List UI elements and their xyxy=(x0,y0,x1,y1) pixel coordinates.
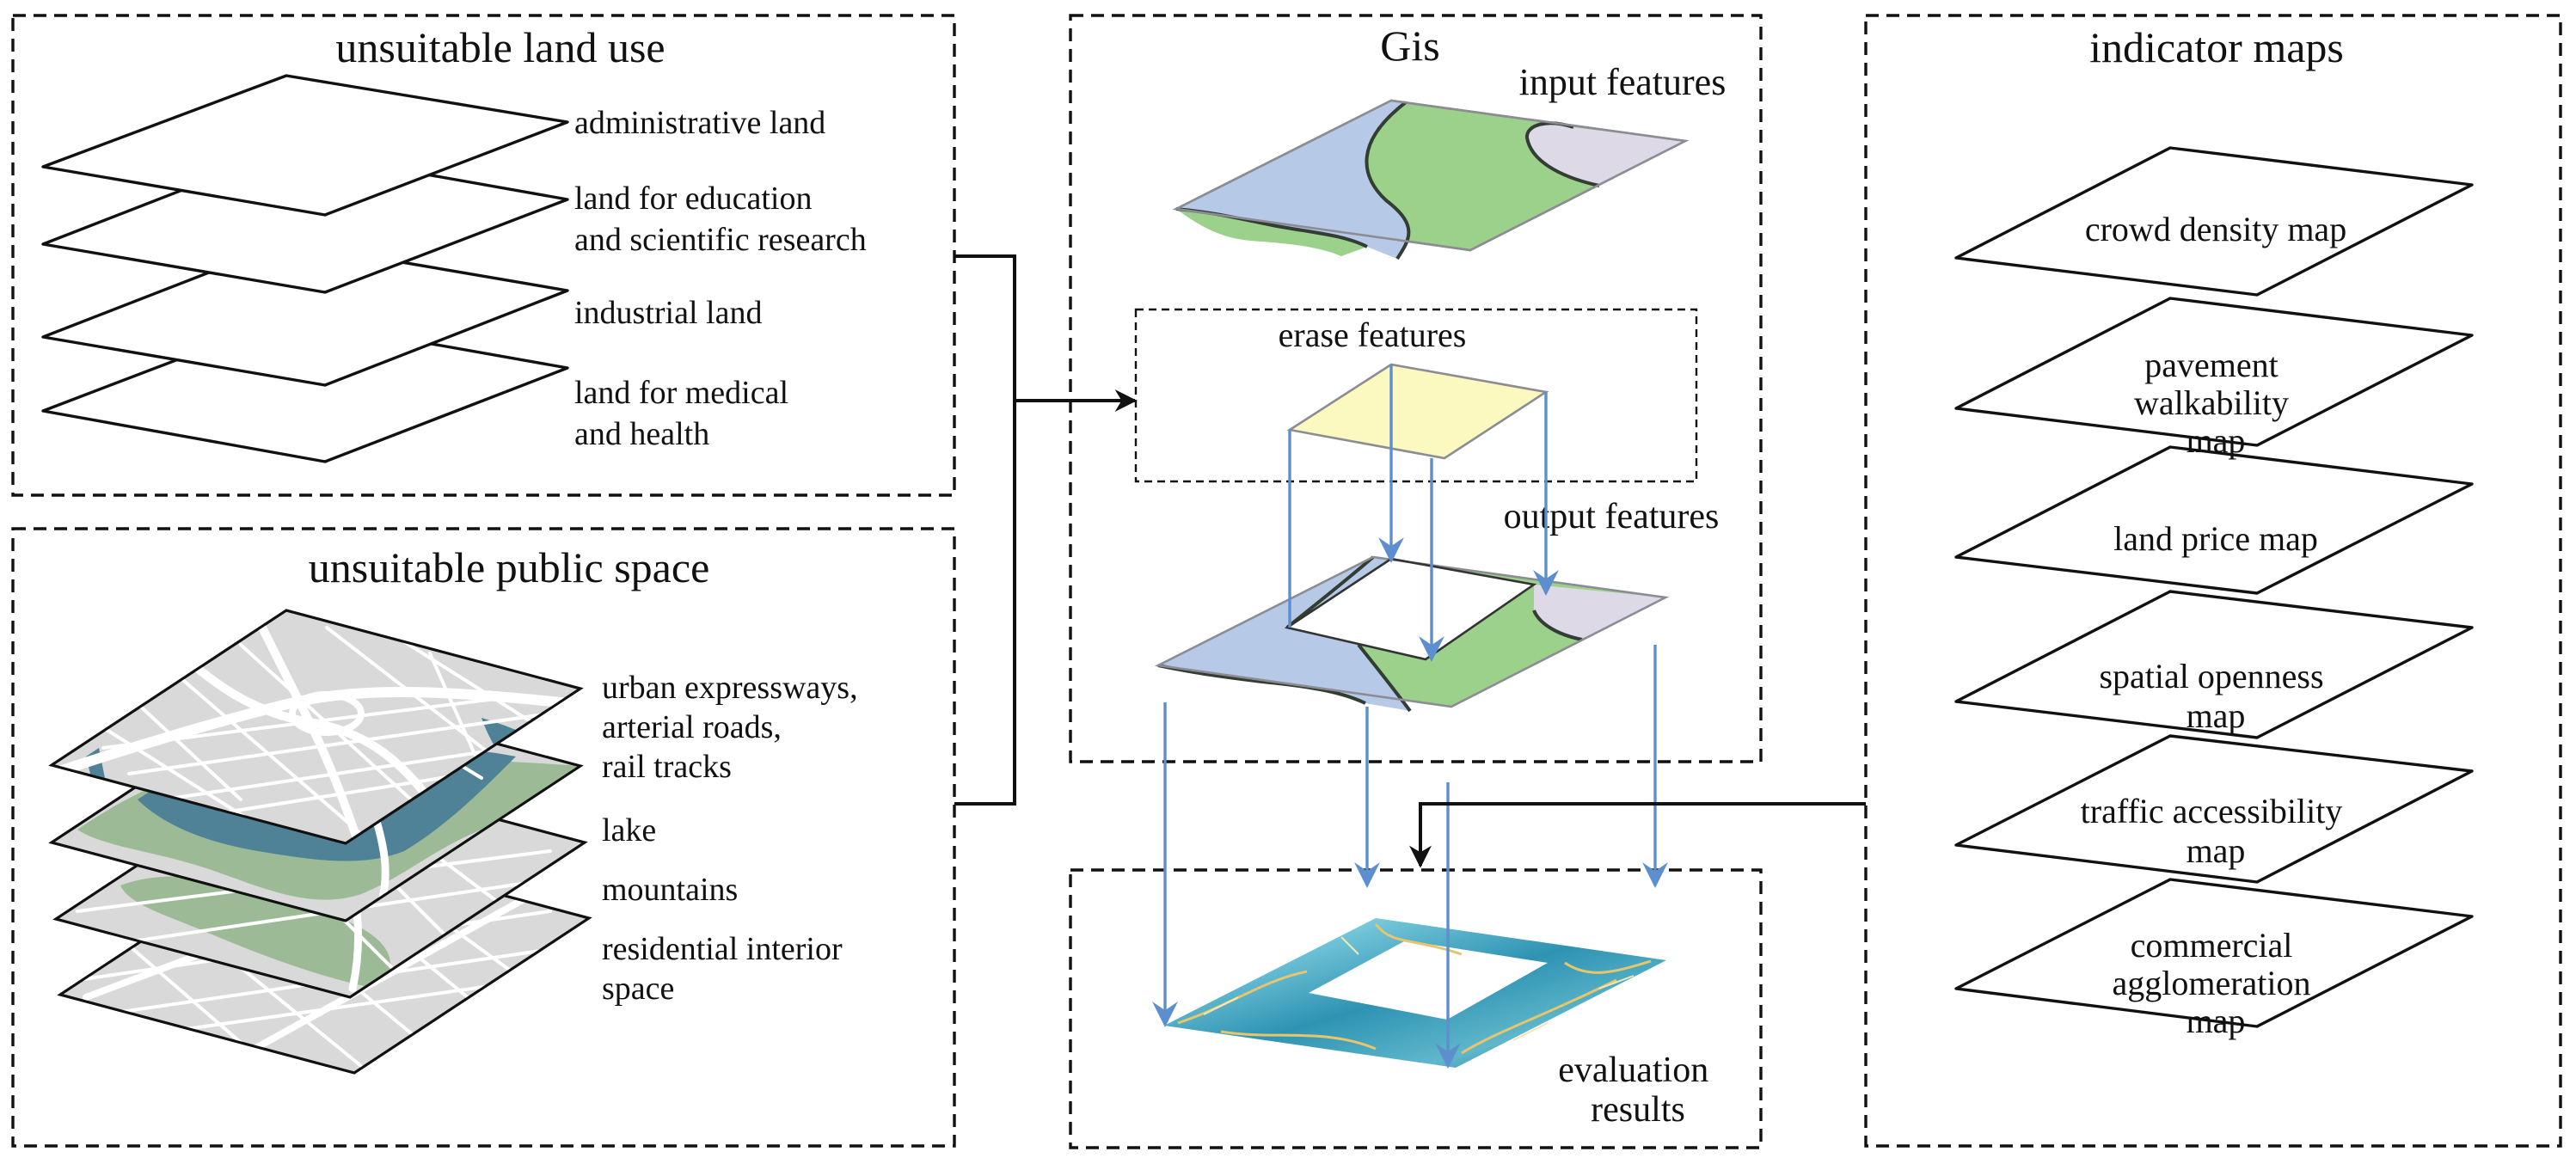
roads-map-layer xyxy=(48,609,584,845)
panel-unsuitable-public-space: unsuitable public space xyxy=(11,527,956,1148)
panel-title: Gis xyxy=(1380,21,1439,70)
panel-title: unsuitable land use xyxy=(335,23,665,71)
panel-unsuitable-land-use: unsuitable land use administrative land … xyxy=(11,14,956,497)
panel-evaluation-results: evaluation results xyxy=(1069,868,1763,1149)
input-features-sheet xyxy=(1172,99,1690,260)
evaluation-heatmap xyxy=(1164,918,1666,1068)
erase-features-sheet xyxy=(1286,363,1549,460)
left-connector xyxy=(954,254,1138,806)
output-features-sheet xyxy=(1154,555,1670,713)
panel-title: indicator maps xyxy=(2089,23,2344,71)
land-layer-sheet xyxy=(41,241,569,387)
indicator-map-sheet xyxy=(1954,734,2474,884)
public-layer-label: mountains xyxy=(602,872,738,908)
public-layer-label: urban expressways, arterial roads, rail … xyxy=(602,670,866,785)
panel-indicator-maps: indicator maps crowd density map pavemen… xyxy=(1864,14,2562,1148)
indicator-map-sheet xyxy=(1954,297,2474,447)
panel-gis: Gis input features erase features output… xyxy=(1069,14,1763,763)
input-features-label: input features xyxy=(1519,61,1727,103)
indicator-map-label: traffic accessibility map xyxy=(2081,792,2352,870)
public-layer-label: lake xyxy=(602,812,656,848)
right-connector xyxy=(1409,802,1866,868)
indicator-map-label: pavement walkability map xyxy=(2134,346,2297,460)
indicator-map-label: commercial agglomeration map xyxy=(2112,926,2319,1040)
panel-frame xyxy=(11,527,956,1148)
land-layer-label: industrial land xyxy=(574,295,762,331)
evaluation-results-label: evaluation results xyxy=(1558,1051,1717,1130)
projection-arrows xyxy=(1152,645,1668,1069)
panel-frame xyxy=(1069,868,1763,1149)
land-layer-label: land for education and scientific resear… xyxy=(574,181,867,258)
public-layer-label: residential interior space xyxy=(602,931,850,1007)
land-layer-sheet xyxy=(41,74,569,217)
indicator-map-sheet xyxy=(1954,590,2474,739)
output-features-label: output features xyxy=(1504,497,1720,536)
indicator-map-label: land price map xyxy=(2113,519,2318,558)
indicator-map-label: crowd density map xyxy=(2085,210,2346,248)
indicator-map-label: spatial openness map xyxy=(2099,657,2332,735)
land-layer-label: land for medical and health xyxy=(574,375,797,452)
panel-title: unsuitable public space xyxy=(309,543,710,591)
indicator-map-sheet xyxy=(1954,146,2474,297)
indicator-map-sheet xyxy=(1954,878,2474,1028)
erase-features-box xyxy=(1134,308,1698,483)
indicator-map-sheet xyxy=(1954,445,2474,595)
erase-features-label: erase features xyxy=(1279,316,1467,354)
panel-frame xyxy=(1069,14,1763,763)
land-layer-label: administrative land xyxy=(574,105,825,141)
panel-frame xyxy=(1864,14,2562,1148)
